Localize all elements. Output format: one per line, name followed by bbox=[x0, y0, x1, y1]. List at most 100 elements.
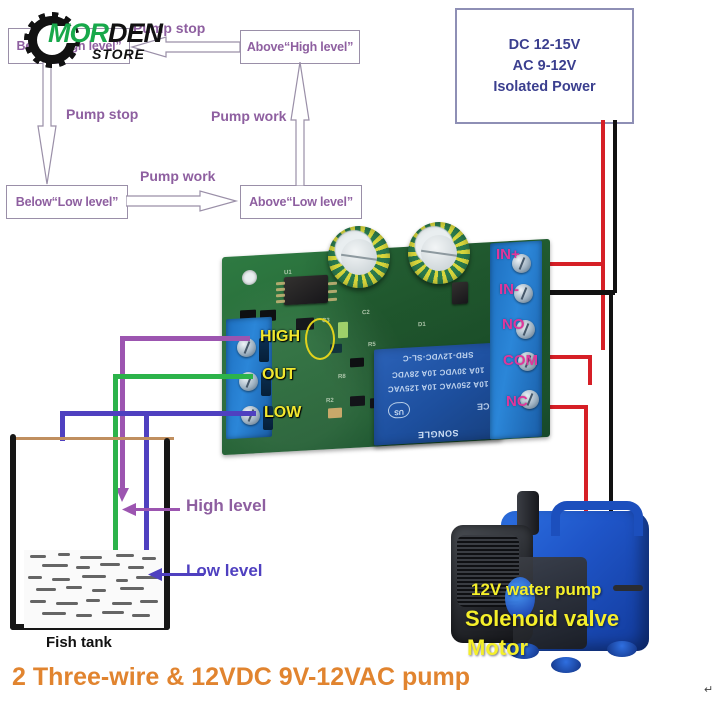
water-line bbox=[30, 555, 46, 558]
screw-high[interactable] bbox=[237, 338, 256, 357]
pump-foot-right bbox=[607, 641, 637, 657]
pump-side-knob bbox=[505, 577, 535, 619]
low-level-label: Low level bbox=[186, 561, 263, 580]
wire-out-vertical bbox=[113, 374, 118, 581]
water-line bbox=[76, 614, 92, 617]
high-level-callout-line bbox=[134, 508, 180, 511]
ic-pad-6 bbox=[328, 289, 337, 294]
pump-outlet-spout bbox=[517, 491, 539, 535]
psu-line-isolated: Isolated Power bbox=[493, 79, 596, 95]
terminal-label-com: COM bbox=[503, 352, 538, 369]
low-level-callout-arrow bbox=[148, 568, 162, 581]
relay-rating-dc: 10A 30VDC 10A 28VDC bbox=[391, 365, 485, 380]
silk-u1: U1 bbox=[284, 269, 292, 277]
logo-text-den: DEN bbox=[108, 18, 163, 48]
tank-wall-right bbox=[164, 438, 170, 630]
wire-power-black-vertical bbox=[613, 120, 617, 293]
water-line bbox=[42, 612, 66, 615]
terminal-label-high: HIGH bbox=[260, 328, 300, 345]
screw-nc[interactable] bbox=[520, 390, 539, 409]
water-line bbox=[66, 586, 82, 589]
tank-wall-left bbox=[10, 434, 16, 630]
logo-text-mor: MOR bbox=[48, 18, 109, 48]
flow-box-above-high: Above“High level” bbox=[240, 30, 360, 64]
relay-controller-board: C3 C2 R5 R8 Q1 D1 U1 R2 SRD-12VDC-SL-C 1… bbox=[222, 222, 550, 456]
terminal-label-nc: NC bbox=[506, 393, 528, 410]
wire-nc-horizontal bbox=[540, 405, 588, 409]
led-indicator bbox=[338, 321, 348, 339]
screw-no[interactable] bbox=[516, 320, 535, 339]
wire-pump-black bbox=[609, 290, 613, 545]
silk-r8: R8 bbox=[338, 373, 346, 381]
relay-brand: SONGLE bbox=[417, 427, 459, 441]
pump-label-motor: Motor bbox=[467, 635, 529, 660]
low-level-callout-line bbox=[160, 573, 204, 576]
wire-power-red-vertical bbox=[601, 120, 605, 350]
water-pump: 12V water pump Solenoid valve Motor bbox=[443, 485, 658, 690]
tail-mark-icon: ↵ bbox=[704, 684, 714, 696]
water-line bbox=[136, 576, 158, 579]
ic-pad-2 bbox=[276, 287, 285, 292]
relay-component: SRD-12VDC-SL-C 10A 30VDC 10A 28VDC 10A 2… bbox=[374, 342, 502, 446]
high-level-callout-arrow bbox=[122, 503, 136, 516]
slot-high bbox=[259, 338, 269, 362]
pump-foot-left bbox=[509, 643, 539, 659]
terminal-label-low: LOW bbox=[264, 404, 302, 421]
wire-out-horizontal bbox=[113, 374, 253, 379]
electrolytic-capacitor-1 bbox=[328, 226, 390, 288]
water-line bbox=[28, 576, 42, 579]
water-line bbox=[140, 600, 158, 603]
morden-store-logo: MORDEN STORE bbox=[14, 6, 163, 72]
wire-nc-vertical bbox=[584, 405, 588, 523]
water-line bbox=[142, 557, 156, 560]
slot-out bbox=[261, 372, 271, 396]
silk-c2: C2 bbox=[362, 309, 370, 317]
pump-label-type: 12V water pump bbox=[471, 580, 602, 599]
water-line bbox=[30, 600, 46, 603]
flow-box-above-low: Above“Low level” bbox=[240, 185, 362, 219]
wire-com-horizontal bbox=[540, 355, 592, 359]
wire-low-horizontal-top bbox=[60, 411, 256, 416]
terminal-label-in-plus: IN+ bbox=[496, 246, 520, 263]
wire-high-horizontal bbox=[120, 336, 250, 341]
flow-box-above-high-label: Above“High level” bbox=[246, 40, 354, 54]
ce-mark-icon: CE bbox=[477, 401, 490, 412]
smd-resistor-4 bbox=[350, 395, 365, 407]
screw-in-minus[interactable] bbox=[514, 284, 533, 303]
component-highlight-marker bbox=[305, 318, 335, 360]
flow-box-below-low: Below“Low level” bbox=[6, 185, 128, 219]
flow-arrow-bottom bbox=[125, 190, 240, 212]
wire-high-vertical bbox=[120, 336, 125, 496]
water-line bbox=[80, 556, 102, 559]
smd-resistor-3 bbox=[350, 357, 364, 368]
electrolytic-capacitor-2 bbox=[408, 222, 470, 284]
flow-arrow-right bbox=[289, 61, 311, 187]
flow-label-left: Pump stop bbox=[66, 106, 139, 122]
water-line bbox=[58, 553, 70, 556]
water-line bbox=[116, 554, 134, 557]
psu-line-dc: DC 12-15V bbox=[508, 37, 581, 53]
logo-wordmark: MORDEN bbox=[48, 18, 163, 49]
flow-arrow-left bbox=[36, 59, 58, 186]
slot-low bbox=[263, 406, 273, 430]
water-line bbox=[56, 602, 78, 605]
logo-subtitle: STORE bbox=[92, 46, 145, 62]
psu-line-ac: AC 9-12V bbox=[512, 58, 577, 74]
screw-com[interactable] bbox=[518, 352, 537, 371]
water-line bbox=[52, 578, 70, 581]
silk-r5: R5 bbox=[368, 341, 376, 349]
terminal-label-in-minus: IN- bbox=[499, 281, 519, 298]
screw-in-plus[interactable] bbox=[512, 254, 531, 273]
terminal-label-no: NO bbox=[502, 316, 525, 333]
water-line bbox=[36, 588, 56, 591]
smd-resistor-6 bbox=[328, 407, 342, 419]
pump-handle bbox=[551, 501, 643, 536]
power-supply-box: DC 12-15V AC 9-12V Isolated Power bbox=[455, 8, 634, 124]
water-line bbox=[128, 566, 144, 569]
water-line bbox=[100, 563, 120, 566]
wire-com-vertical bbox=[588, 355, 592, 385]
water-line bbox=[132, 614, 150, 617]
fish-tank: Fish tank bbox=[8, 428, 184, 651]
ic-pad-5 bbox=[328, 281, 337, 286]
tank-rim-line bbox=[14, 437, 174, 440]
